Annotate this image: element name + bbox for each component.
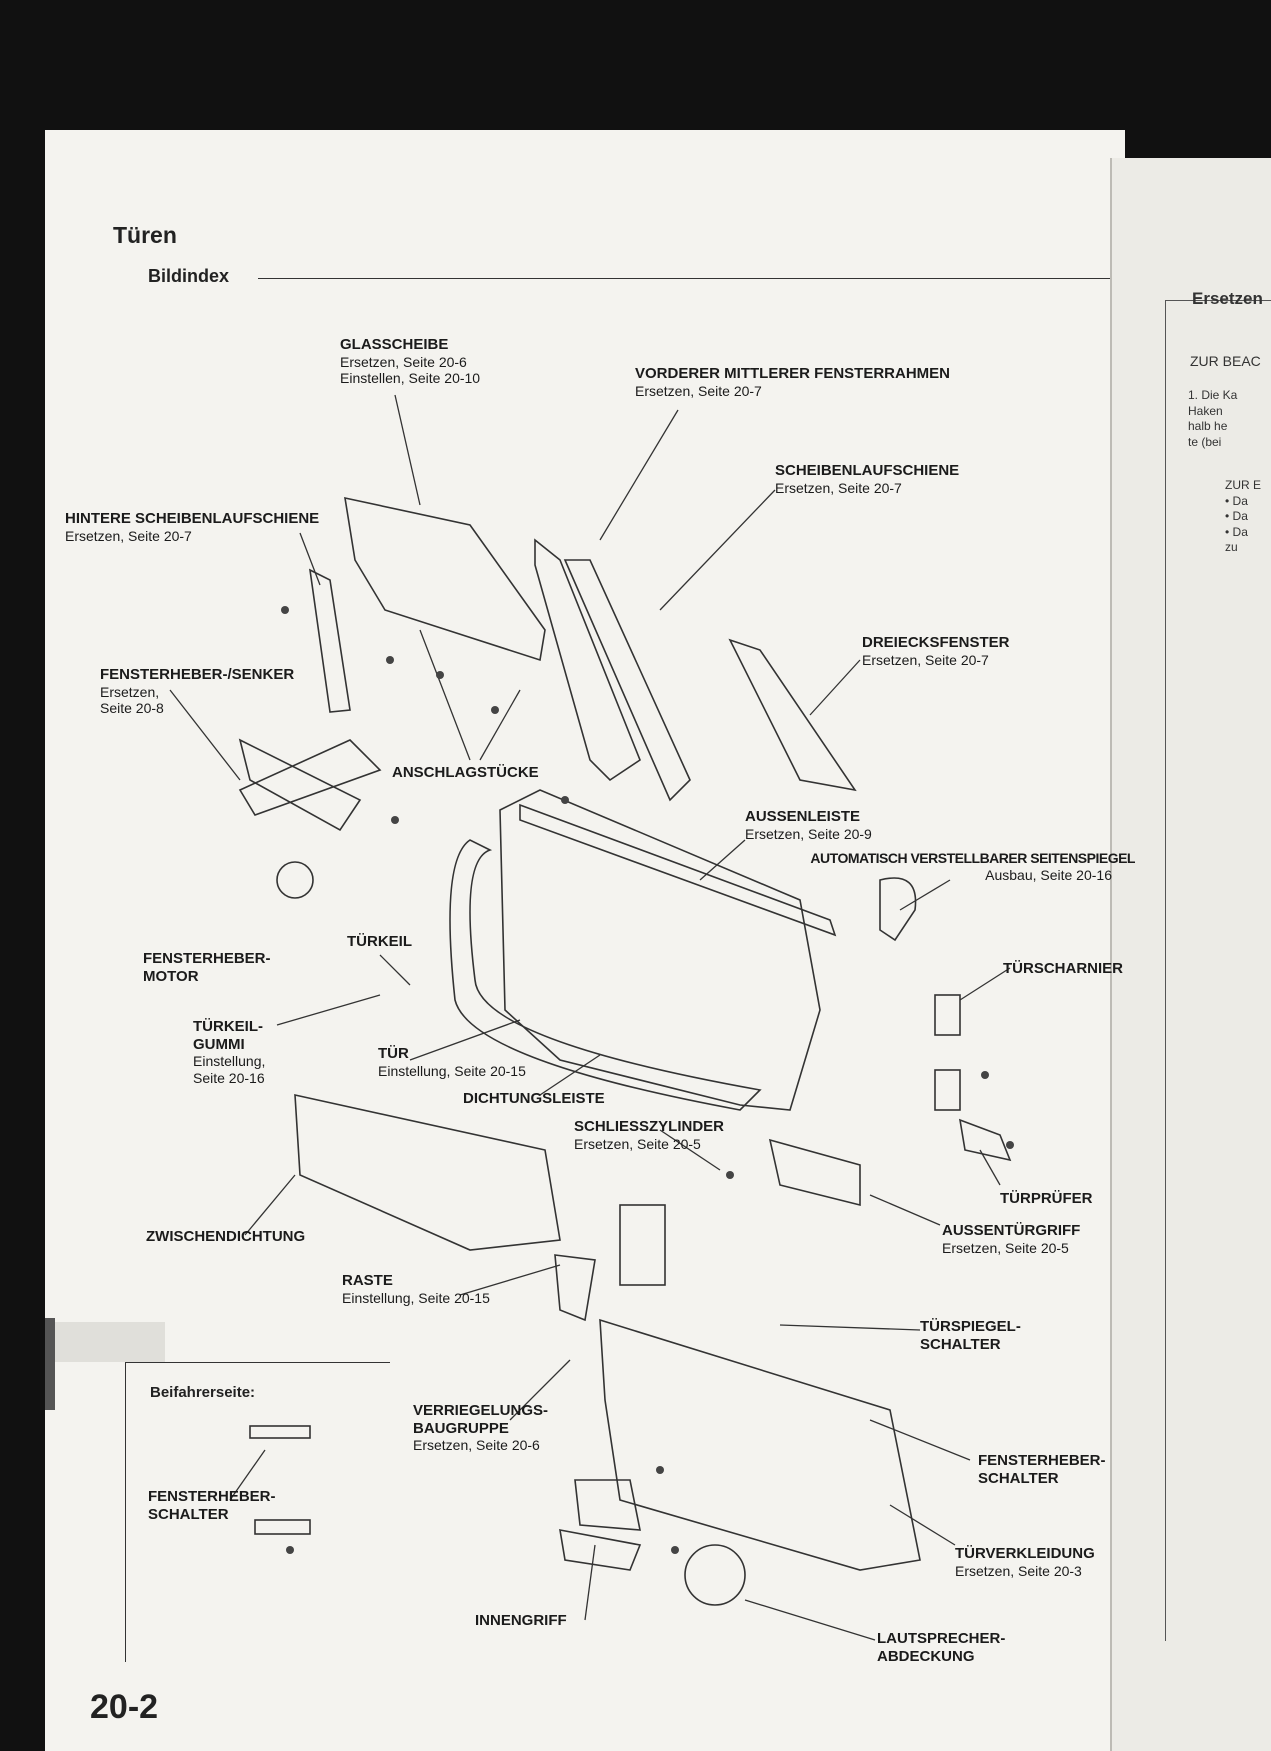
checker-shape — [958, 1118, 1012, 1162]
chapter-tab — [45, 1318, 55, 1410]
inset-switch-shape — [254, 1519, 311, 1535]
facing-page-header: Ersetzen — [1192, 289, 1263, 308]
inner-handle-shape — [574, 1479, 641, 1531]
page-title: Türen — [113, 222, 177, 248]
part-label-stop-pieces: ANSCHLAGSTÜCKE — [392, 764, 539, 781]
motor-shape — [276, 861, 314, 899]
part-label-speaker-cover: LAUTSPRECHER- ABDECKUNG — [877, 1630, 1006, 1665]
actuator-shape — [554, 1254, 596, 1322]
rear-channel-shape — [308, 568, 351, 713]
facing-page-box — [1165, 300, 1271, 1641]
part-label-passenger-window-switch: FENSTERHEBER- SCHALTER — [148, 1488, 276, 1523]
part-label-weatherstrip: DICHTUNGSLEISTE — [463, 1090, 605, 1107]
bolt-mark — [386, 656, 394, 664]
header-rule — [258, 278, 1110, 279]
trim-panel-shape — [599, 1318, 921, 1571]
lock-shape — [619, 1204, 666, 1286]
mirror-shape — [879, 877, 917, 942]
bolt-mark — [391, 816, 399, 824]
facing-page-line: 1. Die Ka Haken halb he te (bei — [1188, 388, 1238, 449]
part-label-door-hinge: TÜRSCHARNIER — [1003, 960, 1123, 977]
bolt-mark — [981, 1071, 989, 1079]
bolt-mark — [491, 706, 499, 714]
inset-switch-shape — [249, 1425, 311, 1439]
speaker-cover-shape — [684, 1544, 746, 1606]
part-label-mirror-switch: TÜRSPIEGEL- SCHALTER — [920, 1318, 1021, 1353]
center-frame-shape — [563, 559, 691, 802]
facing-page — [1110, 158, 1271, 1751]
bolt-mark — [1006, 1141, 1014, 1149]
inset-rule-vertical — [125, 1362, 126, 1662]
manual-page — [45, 130, 1125, 1751]
inset-title: Beifahrerseite: — [150, 1384, 256, 1401]
part-label-door-striker: TÜRKEIL — [347, 933, 412, 950]
part-label-window-switch: FENSTERHEBER- SCHALTER — [978, 1452, 1106, 1487]
inset-rule — [125, 1362, 390, 1363]
page-number: 20-2 — [90, 1688, 159, 1726]
regulator-shape — [238, 738, 382, 832]
part-label-intermediate-seal: ZWISCHENDICHTUNG — [146, 1228, 306, 1245]
chapter-tab-box — [55, 1322, 165, 1362]
glass-pane-shape — [344, 496, 546, 662]
intermediate-seal-shape — [294, 1093, 561, 1251]
armrest-shape — [559, 1529, 642, 1571]
bolt-mark — [281, 606, 289, 614]
facing-page-line: ZUR E • Da • Da • Da zu — [1225, 478, 1261, 555]
bolt-mark — [286, 1546, 294, 1554]
part-label-door-checker: TÜRPRÜFER — [1000, 1190, 1093, 1207]
bolt-mark — [561, 796, 569, 804]
quarter-window-shape — [728, 638, 857, 792]
front-channel-shape — [534, 538, 641, 782]
bolt-mark — [436, 671, 444, 679]
hinge-shape — [934, 1069, 961, 1111]
door-seal-shape — [449, 839, 762, 1111]
bolt-mark — [656, 1466, 664, 1474]
facing-page-line: ZUR BEAC — [1190, 353, 1261, 369]
part-label-inner-handle: INNENGRIFF — [475, 1612, 567, 1629]
part-label-regulator-motor: FENSTERHEBER- MOTOR — [143, 950, 271, 985]
outer-strip-shape — [519, 803, 837, 937]
outer-handle-shape — [768, 1138, 861, 1207]
bolt-mark — [726, 1171, 734, 1179]
hinge-shape — [934, 994, 961, 1036]
section-subtitle: Bildindex — [148, 266, 230, 286]
bolt-mark — [671, 1546, 679, 1554]
